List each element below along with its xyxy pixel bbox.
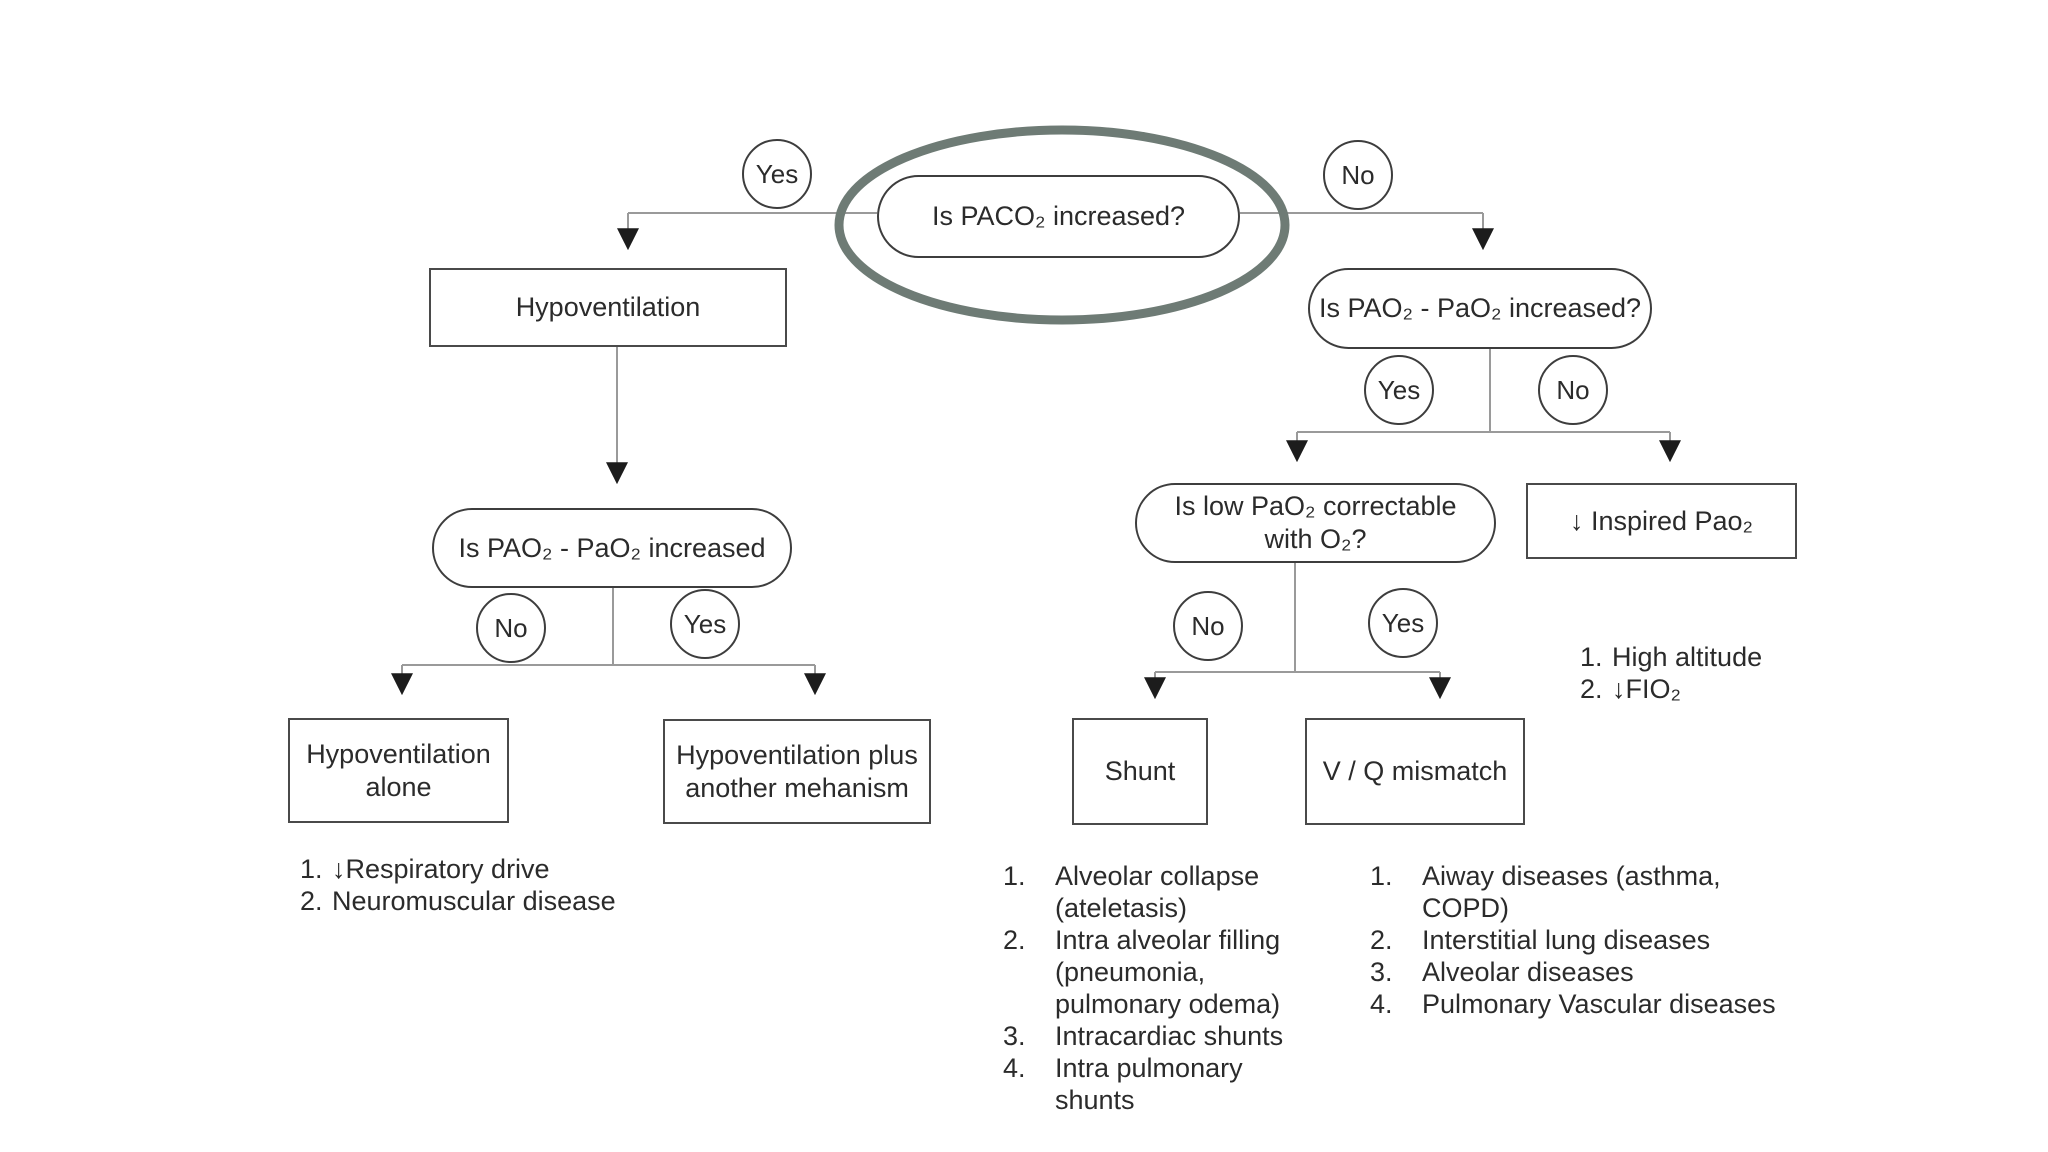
list-item-number: 1.	[1370, 861, 1393, 891]
list-item: 4. Pulmonary Vascular diseases	[1370, 988, 1776, 1020]
list-item-text: ↓FIO₂	[1612, 674, 1681, 704]
node-left-question: Is PAO₂ - PaO₂ increased	[432, 508, 792, 588]
node-shunt: Shunt	[1072, 718, 1208, 825]
node-hypoventilation-plus: Hypoventilation plus another mehanism	[663, 719, 931, 824]
yes-badge-right: Yes	[1364, 355, 1434, 425]
list-item-number: 3.	[1370, 957, 1393, 987]
node-vq-mismatch: V / Q mismatch	[1305, 718, 1525, 825]
list-item-text: Interstitial lung diseases	[1422, 925, 1711, 955]
list-item: 1. High altitude	[1580, 641, 1762, 673]
list-inspired-causes: 1. High altitude 2. ↓FIO₂	[1580, 641, 1762, 705]
list-item-text: High altitude	[1612, 642, 1763, 672]
list-item-text: Neuromuscular disease	[332, 886, 616, 916]
list-hypoventilation-causes: 1. ↓Respiratory drive 2. Neuromuscular d…	[300, 853, 616, 917]
node-right-question: Is PAO₂ - PaO₂ increased?	[1308, 268, 1652, 349]
list-item-number: 2.	[1003, 925, 1026, 955]
edge-left-branch	[402, 588, 815, 666]
list-item-number: 4.	[1370, 989, 1393, 1019]
list-shunt-causes: 1. Alveolar collapse (ateletasis) 2. Int…	[1003, 860, 1283, 1116]
yes-badge-left: Yes	[670, 589, 740, 659]
list-item-text: Intra alveolar filling (pneumonia, pulmo…	[1055, 925, 1281, 1019]
list-item-text: Alveolar collapse (ateletasis)	[1055, 861, 1260, 923]
no-badge-right: No	[1538, 355, 1608, 425]
list-item-number: 3.	[1003, 1021, 1026, 1051]
node-inspired-pao2: ↓ Inspired Pao₂	[1526, 483, 1797, 559]
list-item: 1. Alveolar collapse (ateletasis)	[1003, 860, 1283, 924]
list-item-number: 1.	[300, 854, 323, 884]
no-badge-correctable: No	[1173, 591, 1243, 661]
list-item: 4. Intra pulmonary shunts	[1003, 1052, 1283, 1116]
list-item: 2. Neuromuscular disease	[300, 885, 616, 917]
list-item: 2. Intra alveolar filling (pneumonia, pu…	[1003, 924, 1283, 1020]
list-item-number: 1.	[1580, 642, 1603, 672]
list-item-number: 1.	[1003, 861, 1026, 891]
list-item-number: 2.	[1580, 674, 1603, 704]
list-vq-causes: 1. Aiway diseases (asthma, COPD) 2. Inte…	[1370, 860, 1776, 1020]
list-item-text: Alveolar diseases	[1422, 957, 1634, 987]
no-badge-left: No	[476, 593, 546, 663]
list-item: 3. Intracardiac shunts	[1003, 1020, 1283, 1052]
list-item-text: Aiway diseases (asthma, COPD)	[1422, 861, 1721, 923]
list-item: 2. Interstitial lung diseases	[1370, 924, 1776, 956]
yes-badge-correctable: Yes	[1368, 588, 1438, 658]
edge-right-branch	[1297, 349, 1670, 433]
node-hypoventilation: Hypoventilation	[429, 268, 787, 347]
list-item: 1. ↓Respiratory drive	[300, 853, 616, 885]
node-hypoventilation-alone: Hypoventilation alone	[288, 718, 509, 823]
list-item-number: 4.	[1003, 1053, 1026, 1083]
list-item-text: Intracardiac shunts	[1055, 1021, 1284, 1051]
list-item-text: Intra pulmonary shunts	[1055, 1053, 1243, 1115]
list-item: 1. Aiway diseases (asthma, COPD)	[1370, 860, 1776, 924]
yes-badge-top: Yes	[742, 139, 812, 209]
list-item-number: 2.	[1370, 925, 1393, 955]
list-item: 2. ↓FIO₂	[1580, 673, 1762, 705]
node-correctable-question: Is low PaO₂ correctable with O₂?	[1135, 483, 1496, 563]
list-item-text: Pulmonary Vascular diseases	[1422, 989, 1776, 1019]
node-top-question: Is PACO₂ increased?	[877, 175, 1240, 258]
list-item: 3. Alveolar diseases	[1370, 956, 1776, 988]
list-item-text: ↓Respiratory drive	[332, 854, 550, 884]
list-item-number: 2.	[300, 886, 323, 916]
no-badge-top: No	[1323, 140, 1393, 210]
